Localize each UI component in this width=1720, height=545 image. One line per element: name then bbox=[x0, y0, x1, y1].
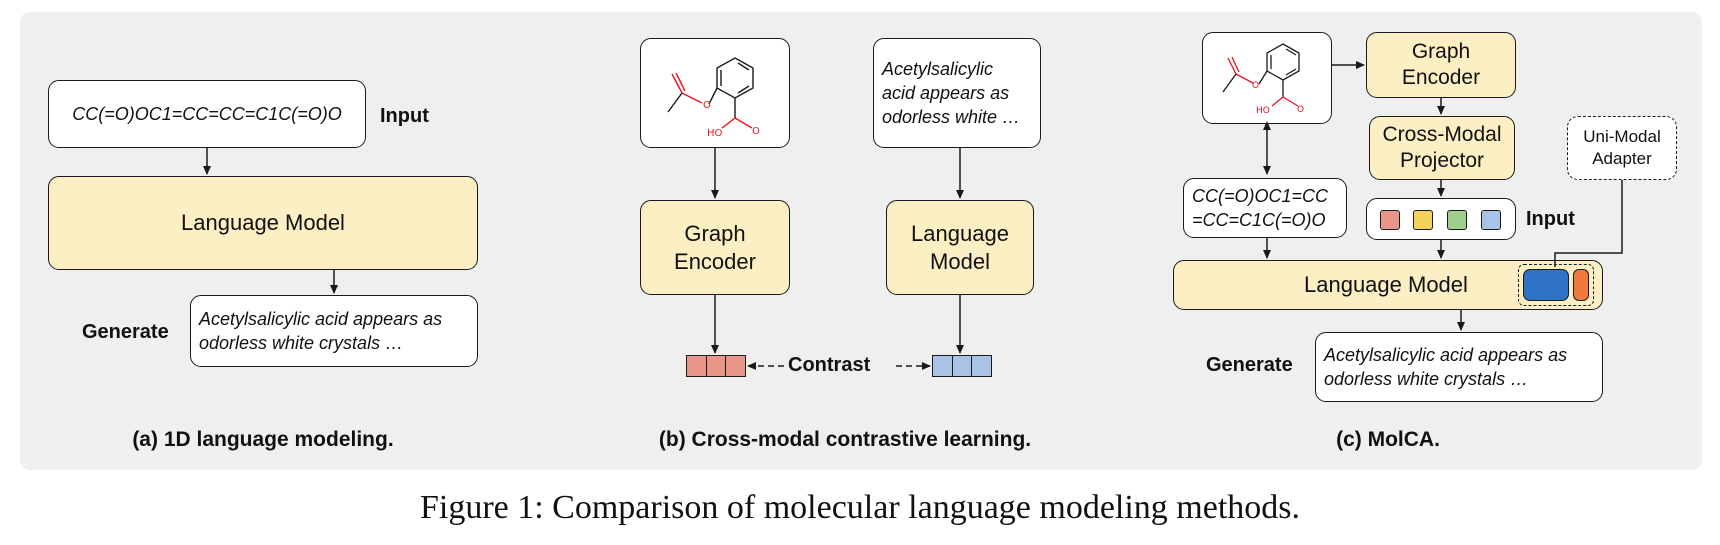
c-projector-line1: Cross-Modal bbox=[1382, 123, 1502, 146]
c-projector-line2: Projector bbox=[1399, 149, 1485, 172]
c-token-red bbox=[1380, 210, 1400, 230]
c-projector-box: Cross-Modal Projector bbox=[1369, 116, 1515, 180]
c-output-line2: odorless white crystals … bbox=[1324, 369, 1529, 389]
c-adapter-line1: Uni-Modal bbox=[1583, 127, 1661, 146]
c-graph-encoder-line2: Encoder bbox=[1401, 66, 1481, 89]
c-smiles-line2: =CC=C1C(=O)O bbox=[1192, 210, 1326, 230]
c-output-box: Acetylsalicylic acid appears as odorless… bbox=[1315, 332, 1603, 402]
c-output-line1: Acetylsalicylic acid appears as bbox=[1324, 345, 1568, 365]
b-graph-embedding-cell bbox=[706, 355, 726, 377]
b-text-embedding-cell bbox=[952, 355, 972, 377]
c-token-blue bbox=[1481, 210, 1501, 230]
b-graph-encoder-box: Graph Encoder bbox=[640, 200, 790, 295]
b-language-model-line2: Model bbox=[930, 248, 990, 274]
c-caption: (c) MolCA. bbox=[1336, 428, 1440, 451]
b-language-model-line1: Language bbox=[911, 220, 1009, 246]
c-graph-encoder-box: Graph Encoder bbox=[1366, 32, 1516, 98]
b-graph-embedding-cell bbox=[686, 355, 707, 377]
b-text-embedding-cell bbox=[971, 355, 992, 377]
c-graph-encoder-line1: Graph bbox=[1411, 40, 1471, 63]
c-token-green bbox=[1447, 210, 1467, 230]
c-adapter-box: Uni-Modal Adapter bbox=[1567, 116, 1677, 180]
c-smiles-line1: CC(=O)OC1=CC bbox=[1192, 186, 1329, 206]
a-language-model-label: Language Model bbox=[181, 210, 345, 235]
b-caption: (b) Cross-modal contrastive learning. bbox=[658, 428, 1032, 451]
c-adapter-block-orange bbox=[1573, 269, 1589, 301]
b-graph-embedding-cell bbox=[725, 355, 746, 377]
c-generate-label: Generate bbox=[1206, 354, 1293, 376]
b-contrast-label: Contrast bbox=[788, 354, 871, 376]
b-graph-encoder-line2: Encoder bbox=[674, 248, 756, 274]
a-output-box: Acetylsalicylic acid appears as odorless… bbox=[190, 295, 478, 367]
c-token-yellow bbox=[1413, 210, 1433, 230]
b-text-embedding-cell bbox=[932, 355, 953, 377]
a-smiles-text: CC(=O)OC1=CC=CC=C1C(=O)O bbox=[72, 104, 342, 124]
c-input-label: Input bbox=[1526, 208, 1575, 230]
a-input-label: Input bbox=[380, 105, 429, 127]
c-smiles-box: CC(=O)OC1=CC =CC=C1C(=O)O bbox=[1183, 178, 1347, 238]
c-language-model-label: Language Model bbox=[1304, 272, 1468, 297]
a-smiles-box: CC(=O)OC1=CC=CC=C1C(=O)O bbox=[48, 80, 366, 148]
b-graph-encoder-line1: Graph bbox=[684, 220, 746, 246]
b-text-line3: odorless white … bbox=[882, 107, 1021, 127]
b-molecule-box bbox=[640, 38, 790, 148]
b-text-line2: acid appears as bbox=[882, 83, 1010, 103]
b-text-line1: Acetylsalicylic bbox=[882, 59, 994, 79]
c-adapter-line2: Adapter bbox=[1592, 149, 1652, 168]
a-output-line1: Acetylsalicylic acid appears as bbox=[199, 309, 443, 329]
a-caption: (a) 1D language modeling. bbox=[132, 428, 394, 451]
b-text-box: Acetylsalicylic acid appears as odorless… bbox=[873, 38, 1041, 148]
figure-caption: Figure 1: Comparison of molecular langua… bbox=[419, 489, 1301, 526]
a-language-model-box: Language Model bbox=[48, 176, 478, 270]
c-molecule-box bbox=[1202, 32, 1332, 124]
c-adapter-block-blue bbox=[1523, 269, 1569, 301]
a-output-line2: odorless white crystals … bbox=[199, 333, 404, 353]
b-language-model-box: Language Model bbox=[886, 200, 1034, 295]
a-generate-label: Generate bbox=[82, 321, 169, 343]
